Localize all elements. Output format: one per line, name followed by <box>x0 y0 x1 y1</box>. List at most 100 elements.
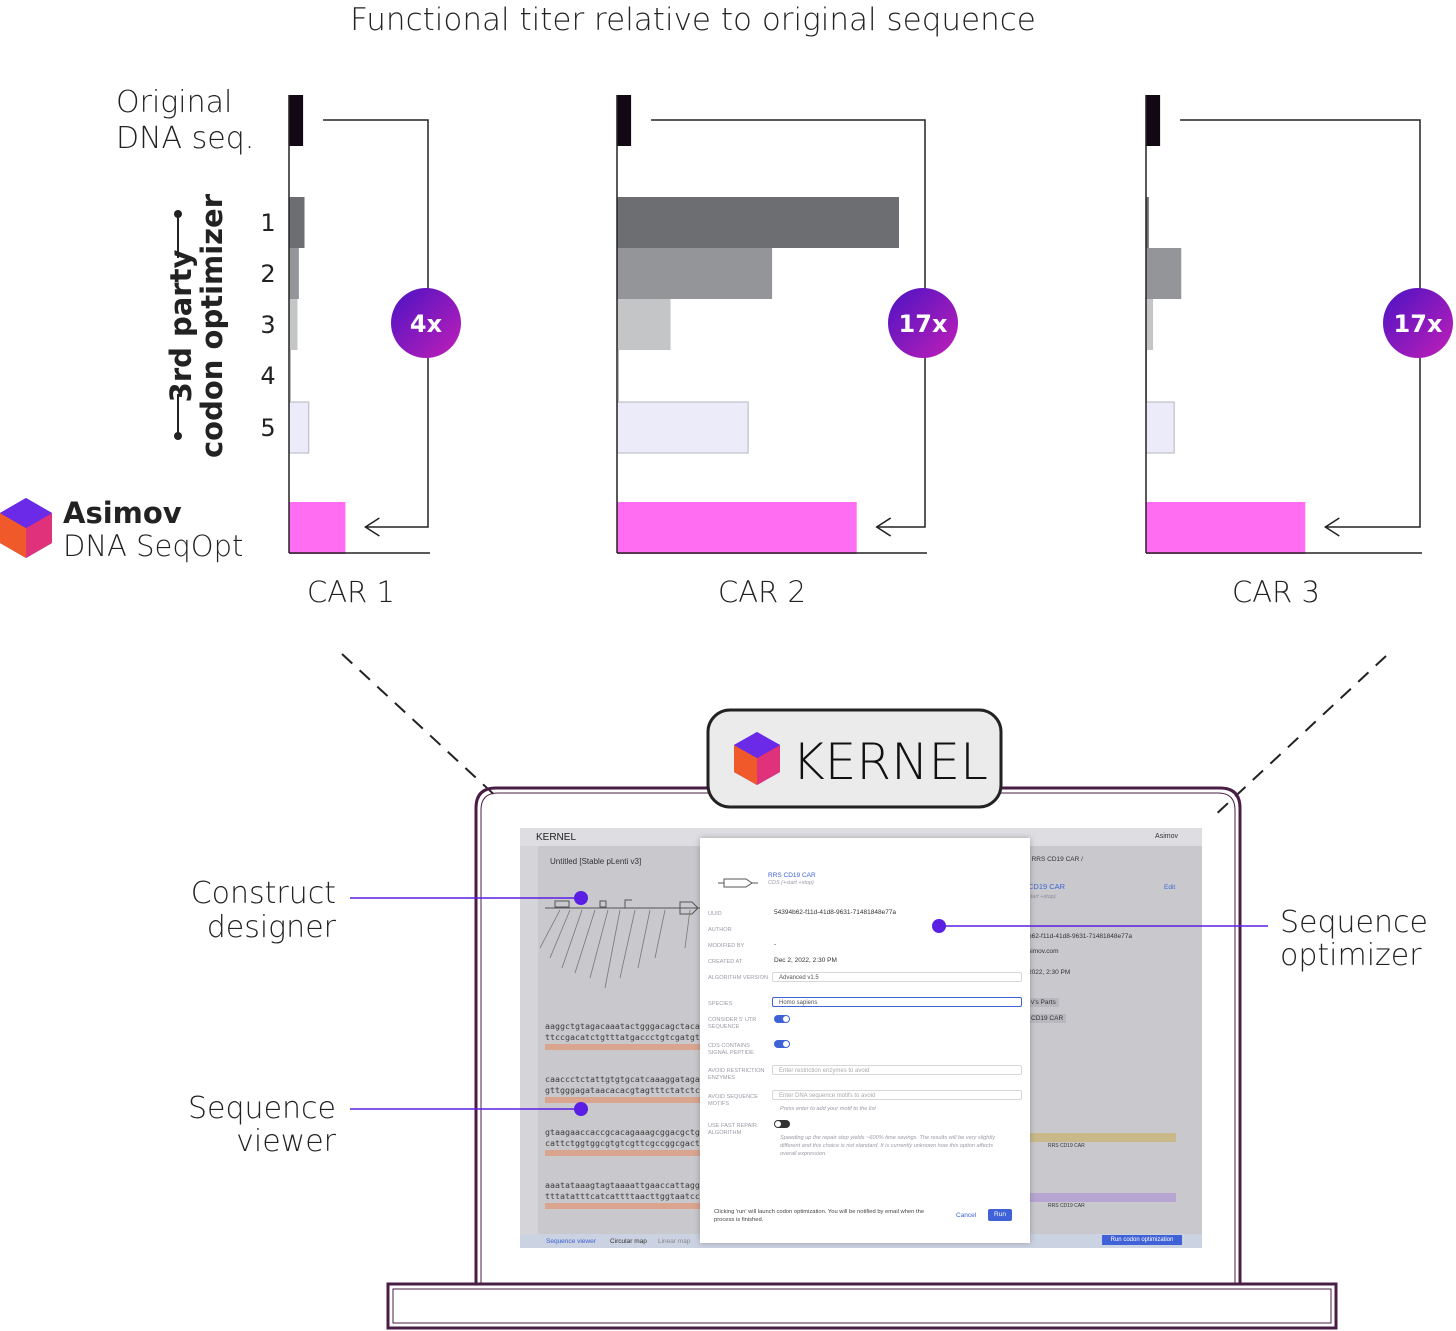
seq-line: cattctggtggcgtgtcgttcgccggcgactag <box>545 1138 710 1148</box>
row-number: 4 <box>260 362 275 390</box>
callout-construct-line2: designer <box>207 910 337 945</box>
repair-label: USE FAST REPAIR ALGORITHM <box>708 1123 757 1136</box>
right-panel: / RRS CD19 CAR / CD19 CAR start +stop) E… <box>1028 828 1202 1248</box>
chart-caption: CAR 3 <box>1232 575 1320 609</box>
bar <box>1146 197 1149 248</box>
bar <box>1146 299 1154 350</box>
legend-asimov-line2: DNA SeqOpt <box>63 529 243 563</box>
bar <box>1145 401 1175 454</box>
bar <box>289 248 299 299</box>
arrow-head <box>1323 517 1340 537</box>
author-label: AUTHOR <box>708 927 732 933</box>
callout-viewer-line1: Sequence <box>188 1091 336 1126</box>
sidebar <box>520 846 538 1248</box>
fold-badge <box>391 288 461 358</box>
callout-optimizer-line2: optimizer <box>1280 938 1422 973</box>
part-author: simov.com <box>1028 948 1059 955</box>
utr-toggle[interactable] <box>774 1015 790 1023</box>
tab-sequence-viewer[interactable]: Sequence viewer <box>546 1238 596 1245</box>
bar <box>1146 502 1306 554</box>
bar <box>617 95 632 146</box>
seq-line: caaccctctattgtgtgcatcaaaggatagag <box>545 1074 705 1084</box>
user-menu[interactable]: Asimov <box>1155 833 1178 840</box>
row-number: 5 <box>260 414 275 442</box>
run-codon-optimization-button[interactable]: Run codon optimization <box>1102 1235 1182 1245</box>
fold-badge <box>1383 288 1453 358</box>
arrow-head <box>875 517 892 537</box>
modal-part-subtitle: CDS (+start +stop) <box>768 880 814 886</box>
kernel-brand: KERNEL <box>792 733 988 791</box>
fold-label: 17x <box>899 310 948 338</box>
bar <box>617 299 671 350</box>
motif-hint: Press enter to add your motif to the lis… <box>780 1106 876 1112</box>
utr-label: CONSIDER 5' UTR SEQUENCE <box>708 1017 757 1030</box>
part-library: v's Parts <box>1028 998 1059 1007</box>
motif-input[interactable]: Enter DNA sequence motifs to avoid <box>772 1090 1022 1100</box>
fold-label: 4x <box>410 310 443 338</box>
cancel-button[interactable]: Cancel <box>956 1212 977 1219</box>
uuid-label: UUID <box>708 911 722 917</box>
edit-link[interactable]: Edit <box>1164 884 1176 891</box>
bar <box>1146 95 1161 146</box>
part-uuid: b62-f11d-41d8-9631-71481848e77a <box>1028 933 1132 940</box>
callout-construct-line1: Construct <box>191 876 336 911</box>
bar <box>617 197 899 248</box>
feature-track <box>545 1044 705 1050</box>
laptop-base <box>386 1282 1338 1330</box>
seq-line: aaggctgtagacaaatactgggacagctacaa <box>545 1021 705 1031</box>
tab-circular-map[interactable]: Circular map <box>610 1238 647 1245</box>
row-number: 2 <box>260 260 275 288</box>
breadcrumb: / RRS CD19 CAR / <box>1028 856 1083 863</box>
chart-title: Functional titer relative to original se… <box>350 2 1036 38</box>
bar <box>289 299 298 350</box>
species-select[interactable]: Homo sapiens <box>772 997 1022 1007</box>
part-tag: CD19 CAR <box>1028 1014 1067 1023</box>
bar <box>288 401 310 454</box>
seq-line: gttgggagataacacacgtagtttctatctct <box>545 1085 705 1095</box>
screen-brand: KERNEL <box>536 832 577 843</box>
part-subtitle: start +stop) <box>1028 894 1056 900</box>
aa-track <box>1028 1193 1176 1202</box>
construct-designer[interactable] <box>540 888 710 998</box>
feature-track <box>545 1097 705 1103</box>
signal-toggle[interactable] <box>774 1040 790 1048</box>
signal-label: CDS CONTAINS SIGNAL PEPTIDE <box>708 1043 754 1056</box>
document-title[interactable]: Untitled [Stable pLenti v3] <box>550 857 642 866</box>
run-button[interactable]: Run <box>988 1209 1012 1221</box>
bar <box>289 502 346 554</box>
asimov-logo-icon <box>0 498 52 558</box>
row-number: 3 <box>260 311 275 339</box>
modified-value: - <box>774 941 777 948</box>
bar <box>289 197 305 248</box>
legend-optimizer-line2: codon optimizer <box>195 193 229 458</box>
legend-asimov-line1: Asimov <box>63 496 182 530</box>
bar <box>289 95 304 146</box>
aa-track <box>1028 1133 1176 1142</box>
seq-line: aaatataaagtagtaaaattgaaccattagga <box>545 1180 705 1190</box>
cds-icon <box>718 878 758 888</box>
chart-caption: CAR 1 <box>307 575 395 609</box>
seq-line: gtaagaaccaccgcacagaaagcggacgctgat <box>545 1127 710 1137</box>
bar <box>616 401 749 454</box>
feature-track <box>545 1150 705 1156</box>
bar <box>617 502 857 554</box>
created-label: CREATED AT <box>708 959 743 965</box>
titer-chart: Functional titer relative to original se… <box>0 2 1453 609</box>
motif-label: AVOID SEQUENCE MOTIFS <box>708 1094 758 1107</box>
repair-toggle[interactable] <box>774 1120 790 1128</box>
chart-caption: CAR 2 <box>718 575 806 609</box>
algorithm-select[interactable]: Advanced v1.5 <box>772 972 1022 982</box>
modal-part-title: RRS CD19 CAR <box>768 872 816 879</box>
callout-viewer-line2: viewer <box>236 1124 337 1159</box>
uuid-value: 54394b62-f11d-41d8-9631-71481848e77a <box>774 909 897 916</box>
app-header: KERNEL Asimov <box>520 828 1202 846</box>
legend-original-line1: Original <box>116 85 232 120</box>
restriction-input[interactable]: Enter restriction enzymes to avoid <box>772 1065 1022 1075</box>
tab-linear-map[interactable]: Linear map <box>658 1238 691 1245</box>
fold-label: 17x <box>1394 310 1443 338</box>
modified-label: MODIFIED BY <box>708 943 745 949</box>
